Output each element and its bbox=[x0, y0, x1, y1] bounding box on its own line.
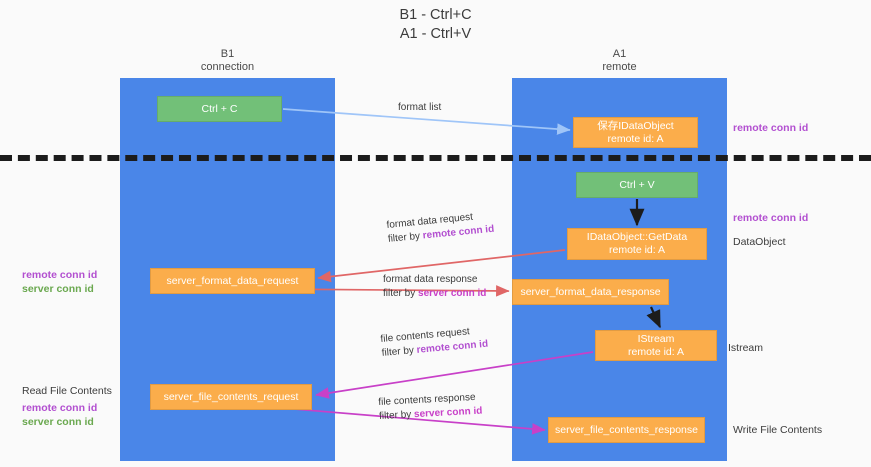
annotation-right-dataobject: DataObject bbox=[733, 236, 786, 248]
node-server-format-data-request[interactable]: server_format_data_request bbox=[150, 268, 315, 294]
edge-label-format-data-response-line1: format data response bbox=[383, 274, 478, 285]
edge-label-format-data-response-line2: filter by server conn id bbox=[383, 287, 486, 301]
page-title: B1 - Ctrl+C A1 - Ctrl+V bbox=[0, 6, 871, 44]
annotation-right-remote-conn-id-top: remote conn id bbox=[733, 122, 809, 134]
edge-label-format-data-request: format data request filter by remote con… bbox=[386, 209, 495, 247]
edge-label-file-contents-request: file contents request filter by remote c… bbox=[380, 324, 489, 361]
edge-label-file-contents-response: file contents response filter by server … bbox=[378, 391, 483, 424]
node-idataobject-getdata[interactable]: IDataObject::GetData remote id: A bbox=[567, 228, 707, 260]
annotation-right-remote-conn-id-middle: remote conn id bbox=[733, 212, 809, 224]
node-ctrl-v[interactable]: Ctrl + V bbox=[576, 172, 698, 198]
column-header-a1: A1 remote bbox=[512, 48, 727, 74]
node-server-format-data-response-label: server_format_data_response bbox=[520, 285, 661, 298]
filter-key-remote-conn-id: remote conn id bbox=[416, 338, 489, 356]
node-istream-line2: remote id: A bbox=[627, 345, 685, 358]
node-server-format-data-response[interactable]: server_format_data_response bbox=[512, 279, 669, 305]
node-ctrl-v-label: Ctrl + V bbox=[619, 178, 655, 191]
annotation-left-remote-conn-id-2: remote conn id bbox=[22, 402, 98, 414]
filter-prefix: filter by bbox=[378, 409, 415, 422]
annotation-right-write-file-contents: Write File Contents bbox=[733, 424, 823, 436]
filter-key-server-conn-id: server conn id bbox=[418, 288, 487, 299]
node-server-file-contents-request[interactable]: server_file_contents_request bbox=[150, 384, 312, 410]
annotation-left-read-file-contents: Read File Contents bbox=[22, 385, 112, 397]
phase-divider bbox=[0, 155, 871, 161]
edge-label-file-contents-response-line2: filter by server conn id bbox=[379, 405, 483, 424]
column-header-b1-role: connection bbox=[200, 61, 255, 73]
node-server-file-contents-response-label: server_file_contents_response bbox=[554, 423, 698, 436]
edge-label-format-list: format list bbox=[398, 101, 441, 115]
annotation-left-conn-ids-2: remote conn id server conn id bbox=[22, 401, 97, 429]
node-save-idataobject-line1: 保存IDataObject bbox=[597, 119, 674, 132]
column-header-a1-name: A1 bbox=[612, 48, 627, 60]
filter-prefix: filter by bbox=[383, 288, 419, 299]
filter-prefix: filter by bbox=[381, 344, 418, 359]
column-header-a1-role: remote bbox=[602, 61, 637, 73]
node-save-idataobject[interactable]: 保存IDataObject remote id: A bbox=[573, 117, 698, 148]
annotation-left-conn-ids: remote conn id server conn id bbox=[22, 268, 97, 296]
column-header-b1-name: B1 bbox=[220, 48, 235, 60]
node-server-file-contents-response[interactable]: server_file_contents_response bbox=[548, 417, 705, 443]
node-server-file-contents-request-label: server_file_contents_request bbox=[163, 390, 299, 403]
annotation-left-remote-conn-id: remote conn id bbox=[22, 269, 98, 281]
edge-label-format-data-response: format data response filter by server co… bbox=[383, 273, 486, 301]
annotation-left-server-conn-id-2: server conn id bbox=[22, 416, 94, 428]
column-header-b1: B1 connection bbox=[120, 48, 335, 74]
filter-prefix: filter by bbox=[387, 230, 424, 245]
filter-key-server-conn-id: server conn id bbox=[413, 405, 483, 421]
annotation-right-istream: Istream bbox=[728, 342, 764, 354]
edge-label-format-list-text: format list bbox=[398, 102, 442, 113]
node-getdata-line1: IDataObject::GetData bbox=[586, 231, 688, 243]
node-server-format-data-request-label: server_format_data_request bbox=[166, 274, 299, 287]
title-line-1: B1 - Ctrl+C bbox=[399, 7, 472, 23]
node-ctrl-c[interactable]: Ctrl + C bbox=[157, 96, 282, 122]
annotation-left-server-conn-id: server conn id bbox=[22, 283, 94, 295]
node-istream[interactable]: IStream remote id: A bbox=[595, 330, 717, 361]
node-istream-line1: IStream bbox=[637, 332, 675, 345]
node-save-idataobject-line2: remote id: A bbox=[607, 132, 664, 145]
title-line-2: A1 - Ctrl+V bbox=[399, 26, 472, 42]
node-ctrl-c-label: Ctrl + C bbox=[201, 102, 238, 115]
node-getdata-line2: remote id: A bbox=[608, 244, 666, 256]
